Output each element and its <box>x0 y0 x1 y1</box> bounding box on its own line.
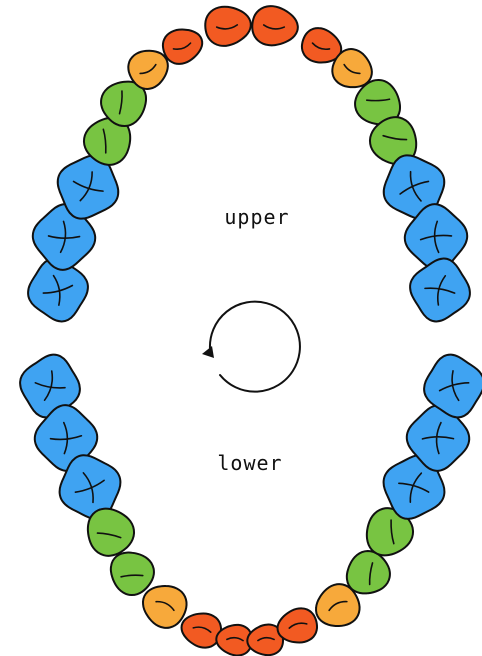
incisor-groove <box>172 42 192 51</box>
incisor-groove <box>311 42 331 51</box>
upper-premolar-tooth[interactable] <box>362 109 427 174</box>
molar-crown <box>409 257 471 323</box>
lower-molar-tooth[interactable] <box>418 348 482 423</box>
upper-molar-tooth[interactable] <box>22 253 94 328</box>
incisor-crown <box>204 5 252 47</box>
molar-crown <box>423 353 482 419</box>
canine-groove <box>343 63 361 75</box>
molar-groove <box>424 274 456 306</box>
upper-incisor-tooth[interactable] <box>298 24 347 69</box>
canine-groove <box>155 600 175 612</box>
premolar-groove <box>120 574 144 578</box>
upper-incisor-tooth[interactable] <box>159 23 207 68</box>
canine-groove <box>139 63 157 75</box>
premolar-groove <box>365 98 391 102</box>
premolar-groove <box>102 128 107 154</box>
incisor-groove <box>226 636 244 642</box>
molar-groove <box>438 370 470 402</box>
premolar-groove <box>390 519 395 545</box>
premolar-crown <box>82 116 132 166</box>
premolar-groove <box>118 90 123 115</box>
upper-molar-tooth[interactable] <box>403 202 470 272</box>
upper-canine-tooth[interactable] <box>326 43 379 96</box>
incisor-crown <box>246 623 285 656</box>
upper-premolar-tooth[interactable] <box>347 72 410 135</box>
lower-jaw-label: lower <box>217 451 282 475</box>
premolar-groove <box>96 532 122 539</box>
premolar-crown <box>354 78 402 126</box>
lower-molar-tooth[interactable] <box>14 348 87 423</box>
lower-canine-tooth[interactable] <box>135 577 193 634</box>
upper-molar-tooth[interactable] <box>47 145 129 229</box>
molar-groove <box>42 274 74 306</box>
incisor-groove <box>257 636 275 642</box>
upper-jaw-label: upper <box>224 205 289 229</box>
molar-groove <box>398 472 430 503</box>
lower-premolar-tooth[interactable] <box>101 542 161 602</box>
premolar-groove <box>382 134 408 141</box>
upper-incisor-tooth[interactable] <box>250 4 299 48</box>
upper-molar-tooth[interactable] <box>373 145 455 229</box>
upper-incisor-tooth[interactable] <box>203 4 253 48</box>
incisor-crown <box>276 607 319 644</box>
incisor-crown <box>161 28 204 65</box>
canine-crown <box>314 583 361 627</box>
molar-groove <box>419 220 453 254</box>
premolar-groove <box>368 562 374 586</box>
molar-crown <box>403 203 469 271</box>
incisor-crown <box>251 5 299 47</box>
incisor-groove <box>288 622 308 629</box>
premolar-crown <box>109 551 155 597</box>
premolar-crown <box>100 80 148 128</box>
molar-groove <box>72 171 104 202</box>
canine-crown <box>127 49 169 90</box>
incisor-groove <box>215 24 239 30</box>
canine-groove <box>328 600 348 612</box>
canine-crown <box>331 48 373 89</box>
molar-groove <box>399 170 430 202</box>
lower-arch <box>14 348 482 656</box>
molar-crown <box>27 257 89 323</box>
incisor-groove <box>192 626 212 633</box>
upper-canine-tooth[interactable] <box>122 42 175 95</box>
premolar-crown <box>368 116 418 166</box>
lower-molar-tooth[interactable] <box>405 404 471 472</box>
molar-groove <box>34 370 66 401</box>
upper-molar-tooth[interactable] <box>404 253 476 328</box>
premolar-crown <box>86 507 136 557</box>
lower-canine-tooth[interactable] <box>308 578 366 635</box>
canine-crown <box>141 585 188 629</box>
upper-premolar-tooth[interactable] <box>76 107 141 172</box>
upper-arch <box>22 4 476 328</box>
lower-incisor-tooth[interactable] <box>274 605 320 647</box>
incisor-crown <box>300 27 343 64</box>
molar-groove <box>421 421 455 455</box>
lower-incisor-tooth[interactable] <box>246 623 285 656</box>
molar-crown <box>31 203 97 271</box>
molar-crown <box>19 353 81 419</box>
molar-crown <box>56 154 120 220</box>
molar-groove <box>74 472 105 504</box>
rotate-counterclockwise-icon[interactable] <box>202 300 301 393</box>
upper-premolar-tooth[interactable] <box>93 71 156 134</box>
incisor-groove <box>262 24 286 30</box>
lower-premolar-tooth[interactable] <box>77 498 142 563</box>
molar-groove <box>47 220 81 254</box>
molar-crown <box>382 154 446 220</box>
molar-groove <box>49 421 83 455</box>
upper-molar-tooth[interactable] <box>31 202 98 272</box>
premolar-crown <box>345 549 391 595</box>
lower-premolar-tooth[interactable] <box>337 544 397 604</box>
